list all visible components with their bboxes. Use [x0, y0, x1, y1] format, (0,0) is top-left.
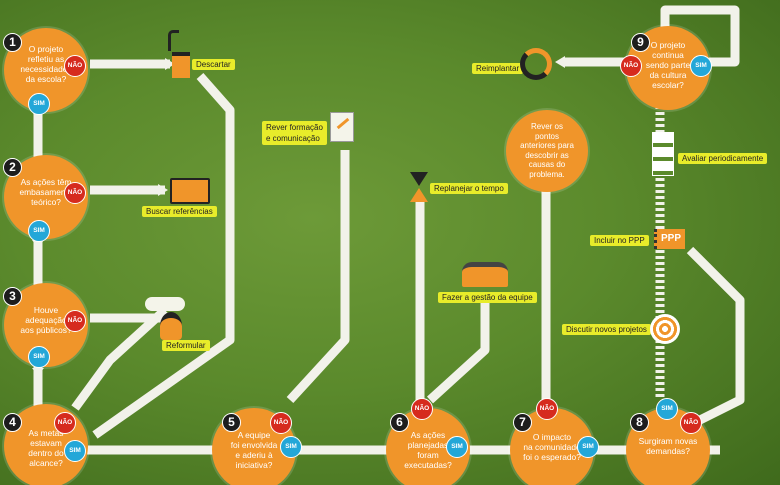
node-8-sim: SIM — [656, 398, 678, 420]
descartar-pipe-icon — [168, 30, 179, 51]
node-1-nao: NÃO — [64, 55, 86, 77]
node-9-nao: NÃO — [620, 55, 642, 77]
node-5-sim: SIM — [280, 436, 302, 458]
path-gestao — [426, 300, 490, 404]
node-6-nao: NÃO — [411, 398, 433, 420]
trash-icon — [172, 52, 190, 78]
node-7-sim: SIM — [577, 436, 599, 458]
node-6-sim: SIM — [446, 436, 468, 458]
node-7-nao: NÃO — [536, 398, 558, 420]
path-8-nao — [686, 246, 745, 425]
node-1-sim: SIM — [28, 93, 50, 115]
thought-bubble-icon — [145, 297, 185, 311]
descartar-label: Descartar — [192, 59, 235, 70]
node-8-number: 8 — [630, 413, 649, 432]
paper-pencil-icon — [330, 112, 354, 142]
node-1-number: 1 — [3, 33, 22, 52]
gestao-label: Fazer a gestão da equipe — [438, 292, 537, 303]
node-4-nao: NÃO — [54, 412, 76, 434]
node-3-number: 3 — [3, 287, 22, 306]
thinking-person-icon — [160, 312, 182, 340]
cycle-arrows-icon — [520, 48, 552, 80]
node-8-nao: NÃO — [680, 412, 702, 434]
arrow-3-down — [32, 368, 44, 376]
avaliar-label: Avaliar periodicamente — [678, 153, 768, 164]
book-icon — [170, 178, 210, 204]
hourglass-icon — [410, 172, 428, 186]
node-2-number: 2 — [3, 158, 22, 177]
arrow-descartar — [165, 58, 175, 70]
arrow-buscar — [158, 184, 168, 196]
path-9-loop — [660, 5, 740, 67]
node-2-sim: SIM — [28, 220, 50, 242]
discutir-label: Discutir novos projetos — [562, 324, 651, 335]
node-2-nao: NÃO — [64, 182, 86, 204]
node-9-number: 9 — [631, 33, 650, 52]
node-5-number: 5 — [222, 413, 241, 432]
buscar-label: Buscar referências — [142, 206, 217, 217]
replanejar-label: Replanejar o tempo — [430, 183, 508, 194]
reformular-label: Reformular — [162, 340, 210, 351]
node-4-sim: SIM — [64, 440, 86, 462]
incluir-label: Incluir no PPP — [590, 235, 649, 246]
target-icon — [650, 314, 680, 344]
node-9-sim: SIM — [690, 55, 712, 77]
team-icon — [462, 262, 508, 287]
path-descartar-return — [92, 73, 235, 439]
node-3-nao: NÃO — [64, 310, 86, 332]
node-7-number: 7 — [513, 413, 532, 432]
checklist-icon — [652, 132, 674, 176]
node-4-number: 4 — [3, 413, 22, 432]
arrow-2-down — [32, 240, 44, 248]
reimplantar-label: Reimplantar — [472, 63, 524, 74]
node-6-number: 6 — [390, 413, 409, 432]
arrow-reimplantar — [555, 56, 565, 68]
hourglass-bottom-icon — [410, 188, 428, 202]
node-3-sim: SIM — [28, 346, 50, 368]
path-reformular-return — [71, 306, 169, 411]
ppp-document-icon: PPP — [654, 229, 685, 249]
path-rever — [286, 150, 350, 404]
node-5-nao: NÃO — [270, 412, 292, 434]
